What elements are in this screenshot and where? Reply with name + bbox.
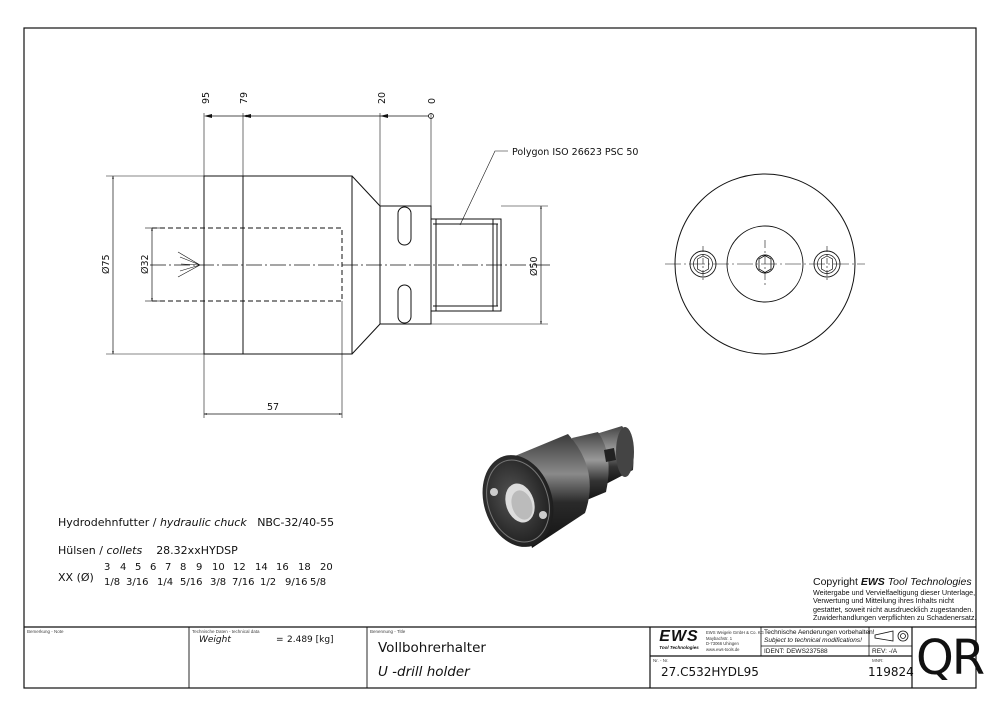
weight-eq: = xyxy=(276,635,284,645)
ident-value: DEWS237588 xyxy=(786,648,828,655)
dim-79: 79 xyxy=(239,92,250,104)
dim-95: 95 xyxy=(201,92,212,104)
polygon-label: Polygon ISO 26623 PSC 50 xyxy=(512,147,638,158)
3d-render xyxy=(482,426,634,548)
side-view xyxy=(106,113,550,418)
change-note-en: Subject to technical modifications! xyxy=(764,637,862,644)
size-value: 5/8 xyxy=(310,577,327,588)
mnr-value: 119824 xyxy=(868,665,914,679)
size-value: 3 xyxy=(104,562,111,573)
dim-diameter-50: Ø50 xyxy=(529,256,540,276)
ident-label: IDENT: xyxy=(764,648,785,655)
collets-label-en: collets xyxy=(106,544,143,557)
mnr-label: MNR: xyxy=(872,658,884,663)
size-value: 8 xyxy=(180,562,187,573)
copyright-prefix: Copyright xyxy=(813,576,858,588)
rev-value: -/A xyxy=(888,648,898,655)
copyright-line: Verwertung und Mitteilung ihres Inhalts … xyxy=(813,596,955,606)
size-value: 12 xyxy=(233,562,246,573)
collets-label-de: Hülsen / xyxy=(58,544,103,557)
title-label: Benennung - Title xyxy=(370,629,406,634)
logo-subtitle: Tool Technologies xyxy=(659,645,699,650)
ident: IDENT: DEWS237588 xyxy=(764,648,828,655)
dim-0: 0 xyxy=(427,98,438,104)
drawing-frame xyxy=(23,27,977,689)
copyright-line: Zuwiderhandlungen verpflichten zu Schade… xyxy=(813,613,977,623)
size-value: 7 xyxy=(165,562,172,573)
title-en: U -drill holder xyxy=(378,664,470,680)
chuck-label-de: Hydrodehnfutter / xyxy=(58,516,157,529)
slot-top xyxy=(397,206,412,246)
collets-note: Hülsen / collets 28.32xxHYDSP xyxy=(58,544,238,557)
part-number: 27.C532HYDL95 xyxy=(661,665,759,679)
title-de: Vollbohrerhalter xyxy=(378,640,486,656)
slot-bottom xyxy=(397,284,412,324)
weight-label: Weight xyxy=(199,635,231,645)
size-value: 16 xyxy=(276,562,289,573)
size-value: 3/16 xyxy=(126,577,149,588)
size-value: 6 xyxy=(150,562,157,573)
size-value: 20 xyxy=(320,562,333,573)
xx-label: XX (Ø) xyxy=(58,571,94,584)
nr-label: Nr. - Nr. xyxy=(653,658,669,663)
size-value: 10 xyxy=(212,562,225,573)
hidden-bore xyxy=(152,227,343,302)
chuck-label-en: hydraulic chuck xyxy=(159,516,247,529)
dim-57: 57 xyxy=(267,402,279,413)
dim-diameter-32: Ø32 xyxy=(140,254,151,274)
collets-code: 28.32xxHYDSP xyxy=(156,544,238,557)
copyright-line: gestattet, soweit nicht ausdruecklich zu… xyxy=(813,604,974,614)
size-value: 9/16 xyxy=(285,577,308,588)
size-value: 3/8 xyxy=(210,577,227,588)
size-value: 1/8 xyxy=(104,577,121,588)
weight-value: 2.489 [kg] xyxy=(287,635,334,645)
address-line: D-73066 Uhingen xyxy=(706,641,739,647)
size-value: 5 xyxy=(135,562,142,573)
chuck-code: NBC-32/40-55 xyxy=(257,516,335,529)
address-line: www.ews-tools.de xyxy=(706,646,740,652)
size-value: 4 xyxy=(120,562,127,573)
dim-20: 20 xyxy=(377,92,388,104)
size-value: 7/16 xyxy=(232,577,255,588)
front-view xyxy=(665,173,865,355)
rev-label: REV: xyxy=(872,648,887,655)
change-note-de: Technische Aenderungen vorbehalten! xyxy=(764,629,875,636)
address-line: EWS Weigele GmbH & Co. KG xyxy=(706,630,764,635)
copyright-body: Weitergabe und Vervielfaeltigung dieser … xyxy=(813,588,977,623)
tech-data-label: Technische Daten - technical data xyxy=(192,629,260,634)
copyright-brand: EWS xyxy=(860,576,885,588)
remark-label: Bemerkung - Note xyxy=(27,629,64,634)
dim-diameter-75: Ø75 xyxy=(101,254,112,274)
copyright-line: Weitergabe und Vervielfaeltigung dieser … xyxy=(813,588,976,597)
title-block-lines xyxy=(24,626,976,688)
size-value: 9 xyxy=(196,562,203,573)
company-address: EWS Weigele GmbH & Co. KG Maybachstr. 1 … xyxy=(706,630,764,652)
copyright-title: Copyright EWS Tool Technologies xyxy=(813,576,972,588)
address-line: Maybachstr. 1 xyxy=(706,635,733,641)
size-value: 14 xyxy=(255,562,268,573)
size-value: 1/2 xyxy=(260,577,277,588)
ews-logo: EWS Tool Technologies xyxy=(654,628,704,650)
logo-text: EWS xyxy=(659,628,699,645)
size-value: 18 xyxy=(298,562,311,573)
revision: REV: -/A xyxy=(872,648,897,655)
size-value: 5/16 xyxy=(180,577,203,588)
size-value: 1/4 xyxy=(157,577,174,588)
copyright-brand-suffix: Tool Technologies xyxy=(887,576,972,588)
qr-label: QR xyxy=(916,630,985,686)
chuck-note: Hydrodehnfutter / hydraulic chuck NBC-32… xyxy=(58,516,334,529)
